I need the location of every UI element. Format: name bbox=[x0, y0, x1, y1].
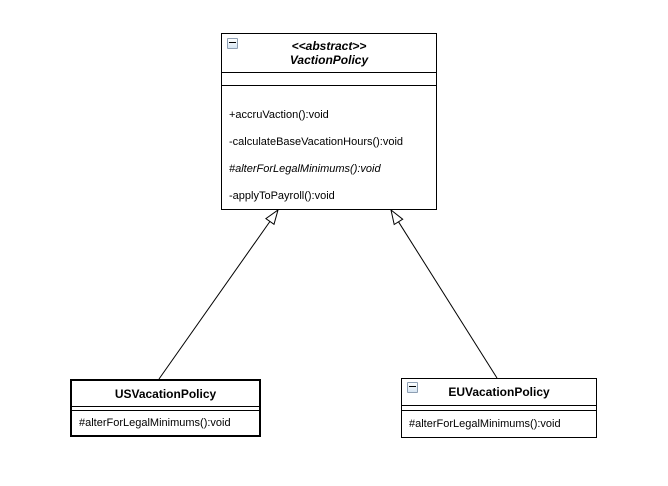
class-box-euvacationpolicy[interactable]: EUVacationPolicy #alterForLegalMinimums(… bbox=[401, 378, 597, 438]
method-item: #alterForLegalMinimums():void bbox=[409, 418, 561, 430]
class-name: VactionPolicy bbox=[289, 52, 369, 67]
class-name: EUVacationPolicy bbox=[448, 385, 550, 399]
class-stereotype: <<abstract>> bbox=[291, 38, 367, 53]
generalization-edge-us-to-vacationpolicy[interactable] bbox=[158, 208, 279, 380]
class-box-vactionpolicy[interactable]: <<abstract>> VactionPolicy +accruVaction… bbox=[221, 33, 437, 210]
collapse-minus-icon[interactable] bbox=[407, 382, 418, 393]
class-header: USVacationPolicy bbox=[72, 381, 259, 407]
class-header: <<abstract>> VactionPolicy bbox=[222, 34, 436, 73]
methods-compartment: #alterForLegalMinimums():void bbox=[72, 411, 259, 435]
class-header: EUVacationPolicy bbox=[402, 379, 596, 406]
method-item-abstract: #alterForLegalMinimums():void bbox=[229, 162, 381, 175]
methods-compartment: #alterForLegalMinimums():void bbox=[402, 411, 596, 437]
class-name: USVacationPolicy bbox=[114, 386, 217, 401]
hollow-triangle-arrowhead bbox=[265, 208, 279, 226]
attributes-compartment bbox=[402, 406, 596, 411]
method-item: #alterForLegalMinimums():void bbox=[79, 417, 231, 429]
attributes-compartment bbox=[222, 73, 436, 86]
hollow-triangle-arrowhead bbox=[390, 208, 404, 226]
generalization-edge-eu-to-vacationpolicy[interactable] bbox=[390, 208, 498, 379]
attributes-compartment bbox=[72, 407, 259, 411]
method-item: -calculateBaseVacationHours():void bbox=[229, 135, 404, 148]
method-item: +accruVaction():void bbox=[229, 108, 329, 121]
collapse-minus-icon[interactable] bbox=[227, 38, 238, 49]
method-item: -applyToPayroll():void bbox=[229, 189, 335, 202]
methods-compartment: +accruVaction():void -calculateBaseVacat… bbox=[222, 86, 436, 209]
class-box-usvacationpolicy[interactable]: USVacationPolicy #alterForLegalMinimums(… bbox=[70, 379, 261, 437]
